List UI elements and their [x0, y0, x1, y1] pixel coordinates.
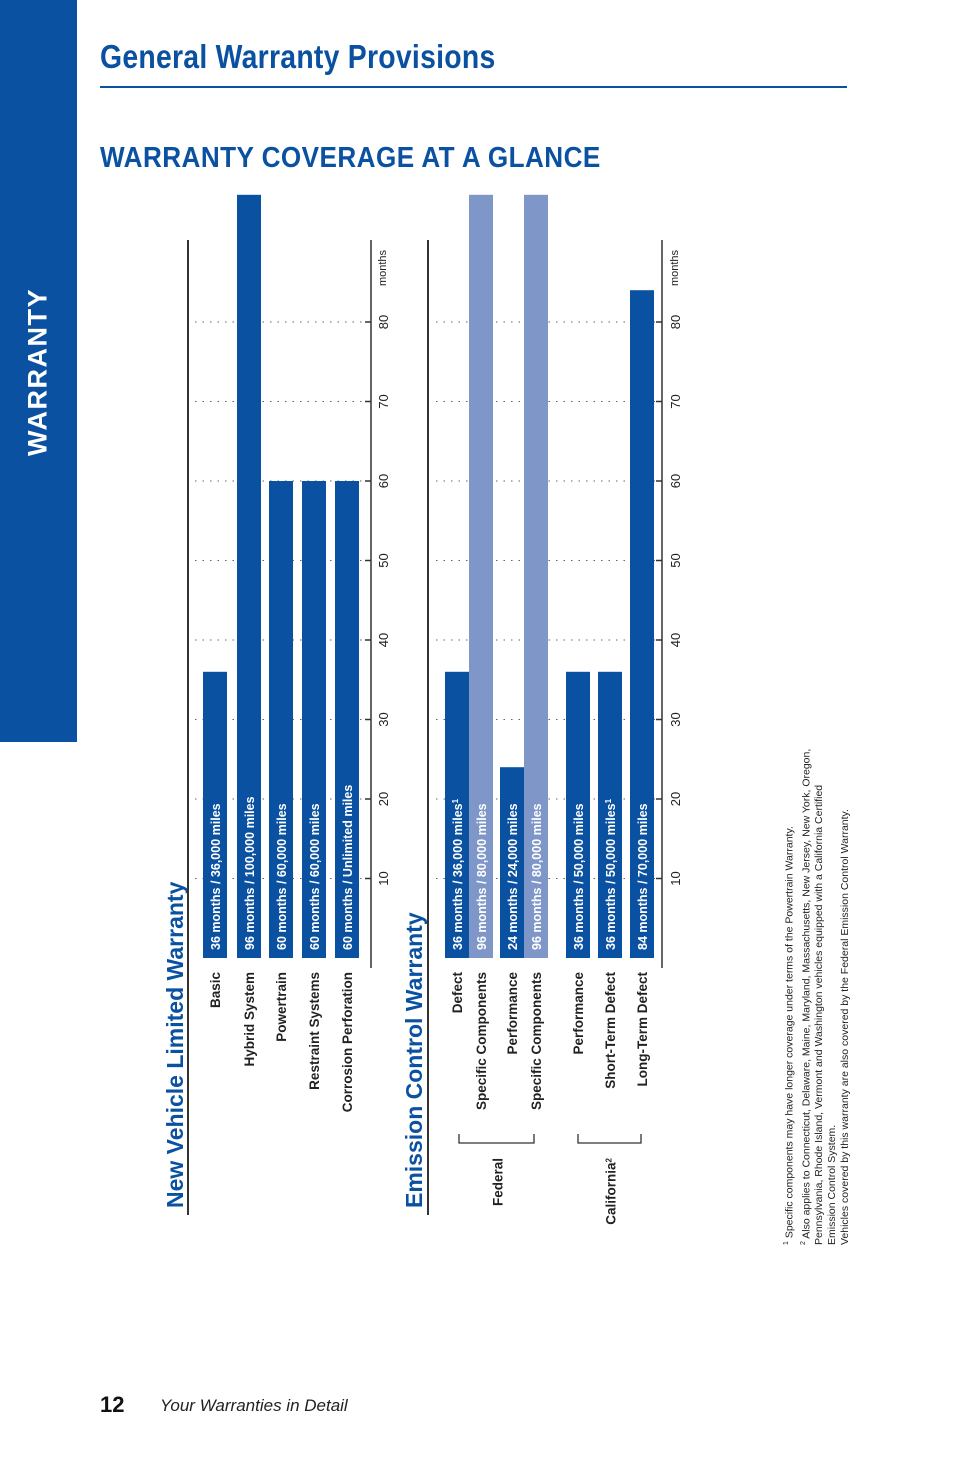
chart2-category-label: Specific Components: [474, 972, 489, 1110]
chart2-bar: [524, 194, 548, 959]
chart2-bar-value-label-sup: 1: [451, 798, 460, 803]
chart2-tick-label: 60: [668, 474, 683, 488]
chart1-tick-label: 70: [376, 394, 391, 408]
chart2-bar: [445, 671, 469, 958]
chart2-title: Emission Control Warranty: [401, 912, 427, 1208]
footnote-2-line-3: Emission Control System.: [826, 1124, 838, 1245]
chart2-category-label: Specific Components: [529, 972, 544, 1110]
chart2-bar: [566, 671, 590, 958]
page-number: 12: [100, 1392, 125, 1417]
chart1-tick-label: 80: [376, 315, 391, 329]
chart1-category-label: Restraint Systems: [307, 972, 322, 1090]
chart2-group-label-sup: 2: [604, 1157, 613, 1162]
side-tab: WARRANTY: [0, 0, 77, 742]
chart1-bar-value-label: 60 months / 60,000 miles: [275, 803, 289, 950]
chart2-bar: [598, 671, 622, 958]
chart1-tick-label: 20: [376, 792, 391, 806]
footnotes: 1 Specific components may have longer co…: [780, 705, 852, 1245]
chart1-tick-label: 30: [376, 712, 391, 726]
chart2-category-label: Short-Term Defect: [603, 972, 618, 1089]
chart1-bar-value-label: 36 months / 36,000 miles: [209, 803, 223, 950]
chart2-bar: [630, 290, 654, 958]
footnote-2-line-4: Vehicles covered by this warranty are al…: [839, 809, 851, 1245]
chart1-tick-label: 10: [376, 871, 391, 885]
chart2-category-label: Long-Term Defect: [635, 972, 650, 1087]
chart1-bar-value-label: 96 months / 100,000 miles: [243, 796, 257, 950]
chart1-bar: [203, 671, 227, 958]
footnote-2-line-2: Pennsylvania, Rhode Island, Vermont and …: [813, 784, 825, 1245]
chart2-bar: [469, 194, 493, 959]
chart2-tick-label: 10: [668, 871, 683, 885]
page-header-title: General Warranty Provisions: [100, 38, 496, 75]
chart2-bar-value-label: 24 months / 24,000 miles: [506, 803, 520, 950]
footnote-2: 2 Also applies to Connecticut, Delaware,…: [799, 748, 813, 1245]
chart1-bar: [302, 481, 326, 958]
chart2-group-label: California2: [604, 1157, 619, 1224]
chart1-bar-value-label: 60 months / Unlimited miles: [341, 785, 355, 950]
chart1-bar: [335, 481, 359, 958]
chart2-tick-label: 30: [668, 712, 683, 726]
chart2-bar-value-label: 96 months / 80,000 miles: [475, 803, 489, 950]
chart1-bar: [237, 194, 261, 959]
chart1-tick-label: 60: [376, 474, 391, 488]
footnote-1: 1 Specific components may have longer co…: [783, 826, 796, 1245]
chart2-bar-value-label: 96 months / 80,000 miles: [530, 803, 544, 950]
header-divider: [100, 86, 847, 88]
chart2-category-label: Defect: [450, 971, 465, 1013]
chart1-tick-label: 40: [376, 633, 391, 647]
chart2-group-bracket: [577, 1134, 642, 1144]
chart2-bar-value-label: 36 months / 50,000 miles: [572, 803, 586, 950]
chart1-category-label: Hybrid System: [242, 972, 257, 1067]
chart2-tick-label: 50: [668, 553, 683, 567]
chart2-tick-label: 70: [668, 394, 683, 408]
chart1-category-label: Basic: [208, 972, 223, 1009]
chart2-bar-value-label: 84 months / 70,000 miles: [636, 803, 650, 950]
chart2-group-bracket: [458, 1134, 535, 1144]
chart2-group-label: Federal: [491, 1158, 506, 1206]
chart1-category-label: Corrosion Perforation: [340, 972, 355, 1112]
chart1-bar: [269, 481, 293, 958]
chart1-tick-label: 50: [376, 553, 391, 567]
chart2-bar-value-label: 36 months / 36,000 miles1: [451, 798, 466, 950]
chart2-tick-label: 20: [668, 792, 683, 806]
footer-title: Your Warranties in Detail: [160, 1396, 348, 1415]
chart2-category-label: Performance: [505, 972, 520, 1055]
chart2-category-label: Performance: [571, 972, 586, 1055]
chart2-bar-value-label: 36 months / 50,000 miles1: [604, 798, 619, 950]
section-title: WARRANTY COVERAGE AT A GLANCE: [100, 142, 601, 174]
chart2-bar: [500, 767, 524, 958]
chart1-title: New Vehicle Limited Warranty: [162, 881, 188, 1208]
chart1-bar-value-label: 60 months / 60,000 miles: [308, 803, 322, 950]
chart2-tick-label: 40: [668, 633, 683, 647]
chart2-tick-label: 80: [668, 315, 683, 329]
chart1-unit-label: months: [377, 249, 389, 286]
chart1-category-label: Powertrain: [274, 972, 289, 1042]
chart2-bar-value-label-sup: 1: [604, 798, 613, 803]
chart2-unit-label: months: [669, 249, 681, 286]
